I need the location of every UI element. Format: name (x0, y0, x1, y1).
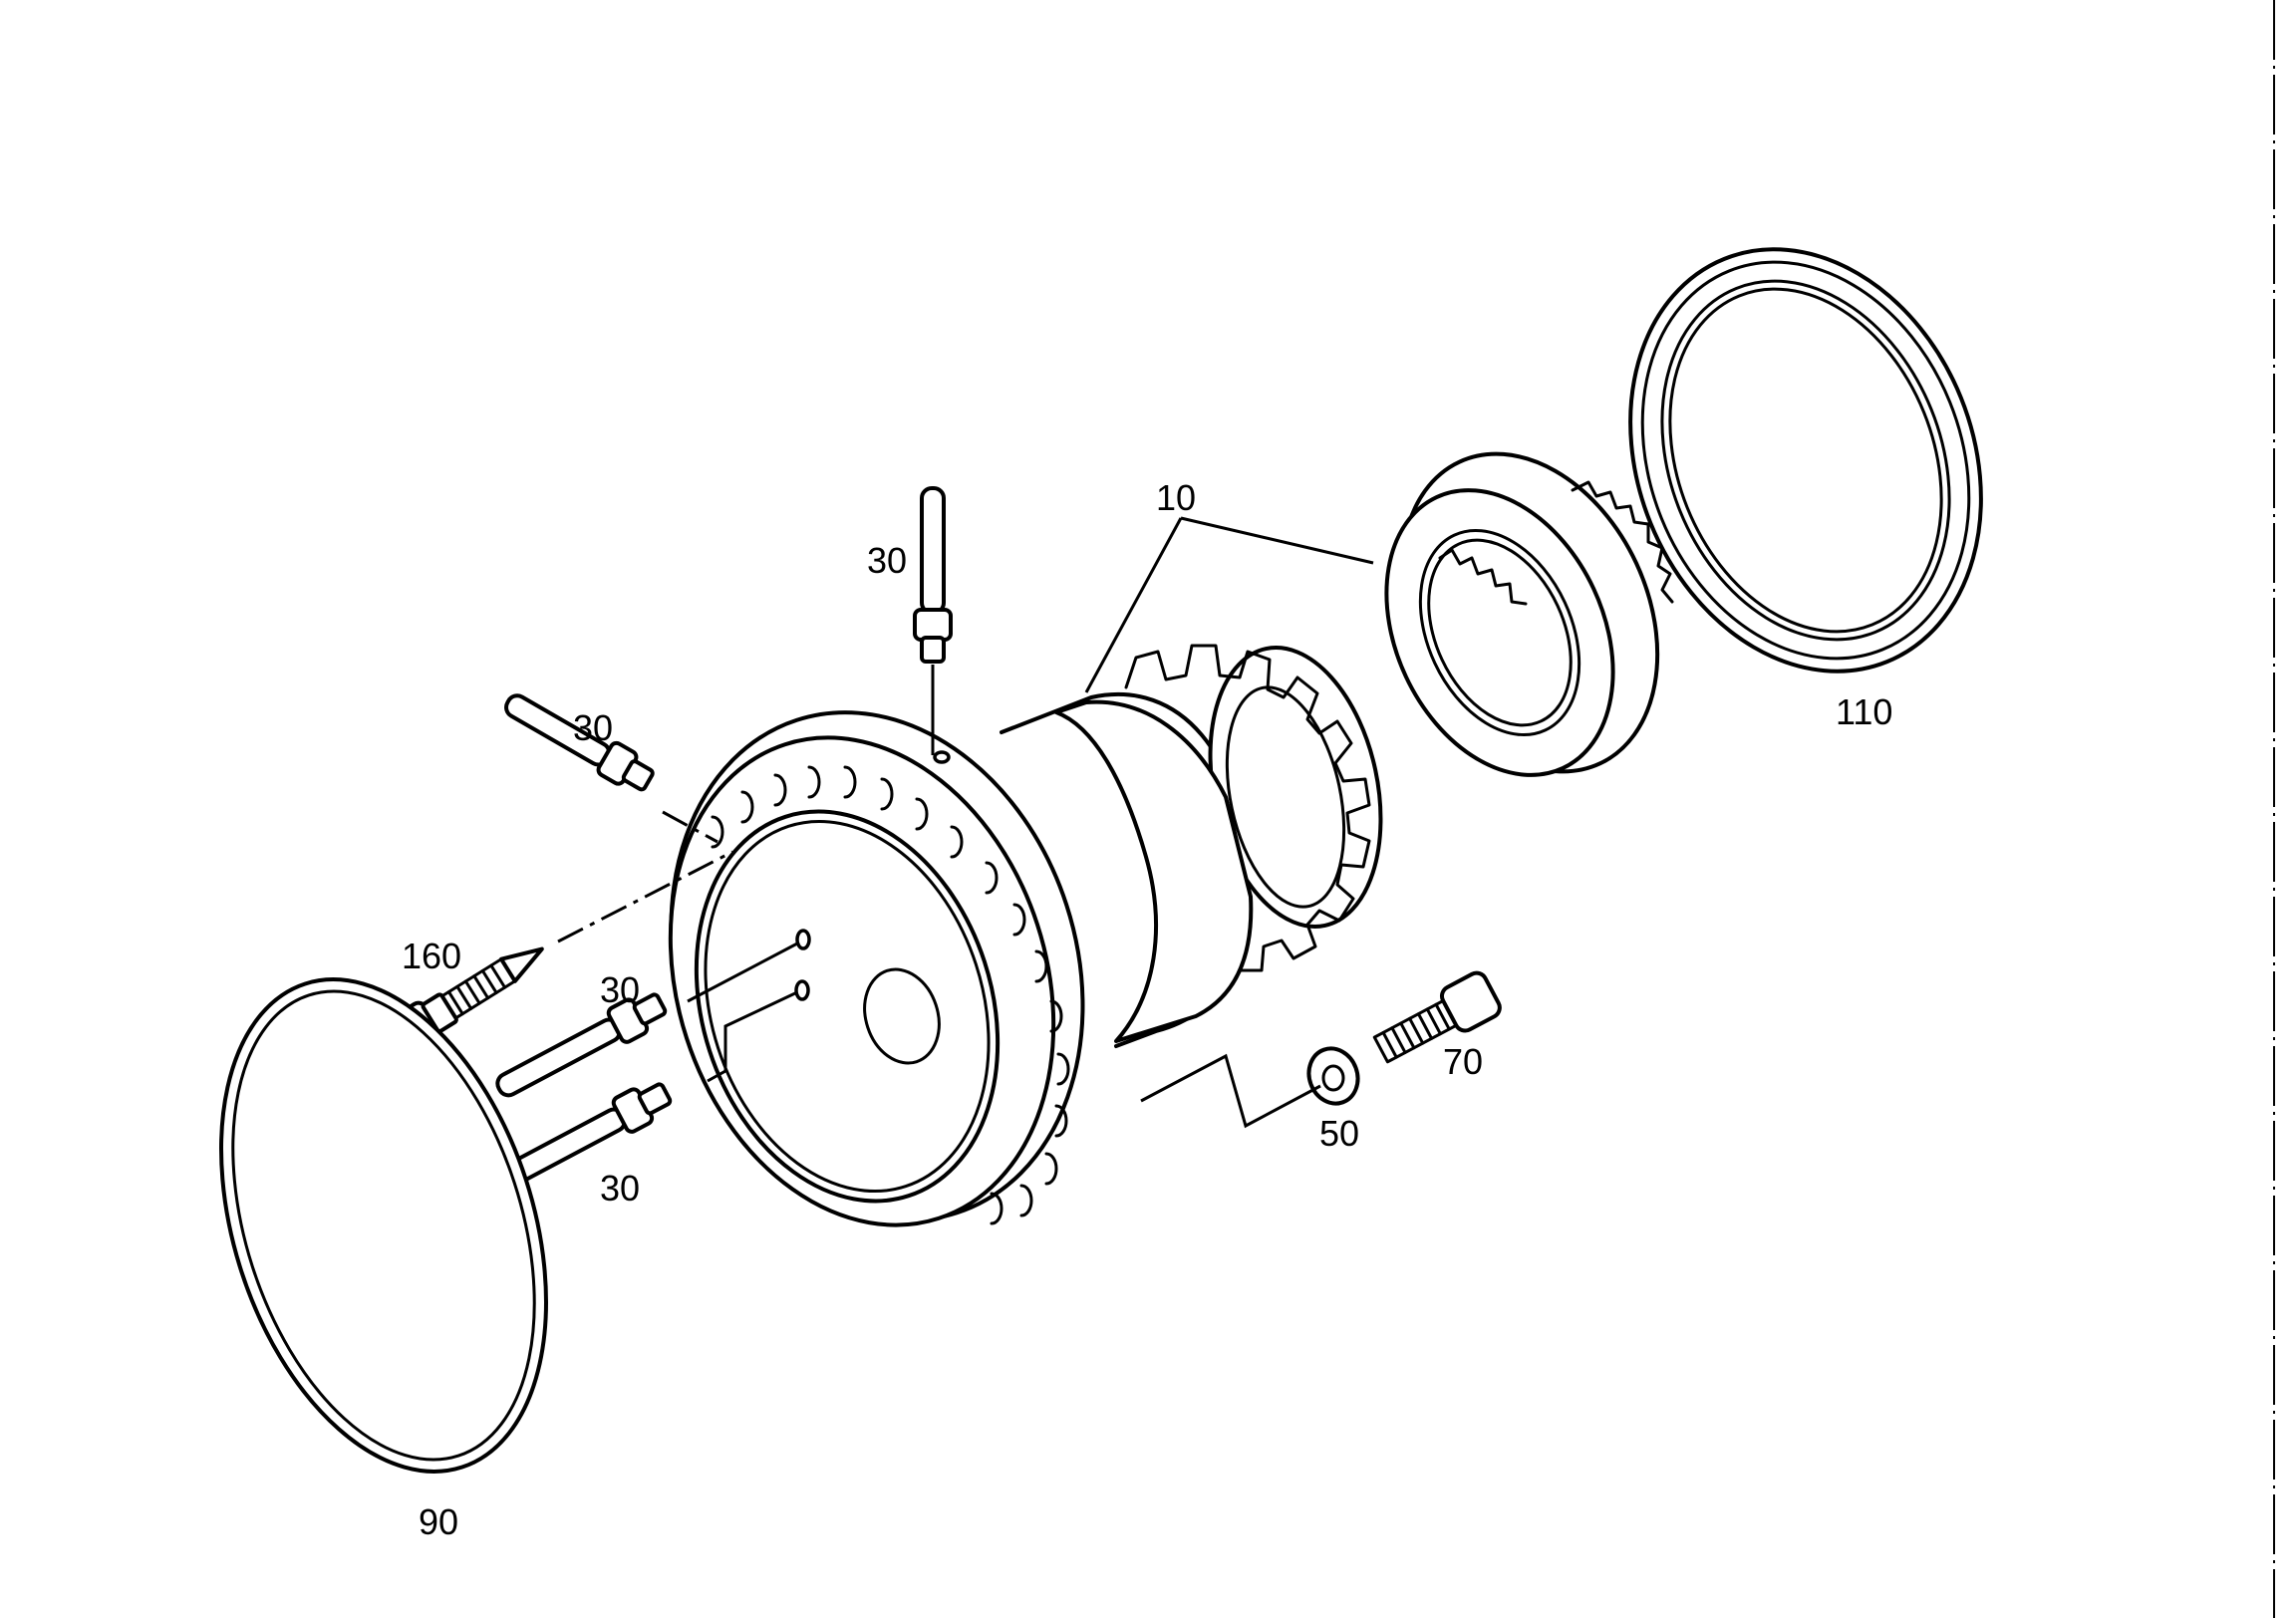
callout-160: 160 (402, 936, 461, 976)
callout-50: 50 (1319, 1113, 1359, 1154)
flange-bolt-holes (711, 765, 1070, 1225)
part-30-stud-mid (495, 992, 668, 1098)
part-50-washer (1306, 1046, 1360, 1106)
callout-30-top: 30 (867, 540, 907, 581)
leader-lines (557, 516, 1374, 1129)
part-10-slotted-nut (1384, 451, 1674, 777)
callout-90: 90 (419, 1501, 458, 1542)
part-110-seal-ring (1628, 247, 1983, 674)
part-70-bolt (1372, 970, 1502, 1064)
part-30-stud-top (913, 486, 953, 664)
hub-housing (668, 644, 1383, 1227)
callout-70: 70 (1443, 1041, 1483, 1082)
callout-110: 110 (1836, 691, 1892, 732)
callout-10: 10 (1156, 477, 1196, 518)
callout-30-left: 30 (573, 707, 613, 748)
callout-30-low: 30 (600, 1168, 640, 1209)
part-30-stud-left (504, 693, 655, 792)
callout-30-mid: 30 (600, 969, 640, 1010)
part-90-o-ring (219, 977, 548, 1474)
part-30-stud-low (500, 1082, 673, 1188)
callout-labels: 10 30 30 160 30 30 50 70 90 110 (402, 477, 1892, 1542)
